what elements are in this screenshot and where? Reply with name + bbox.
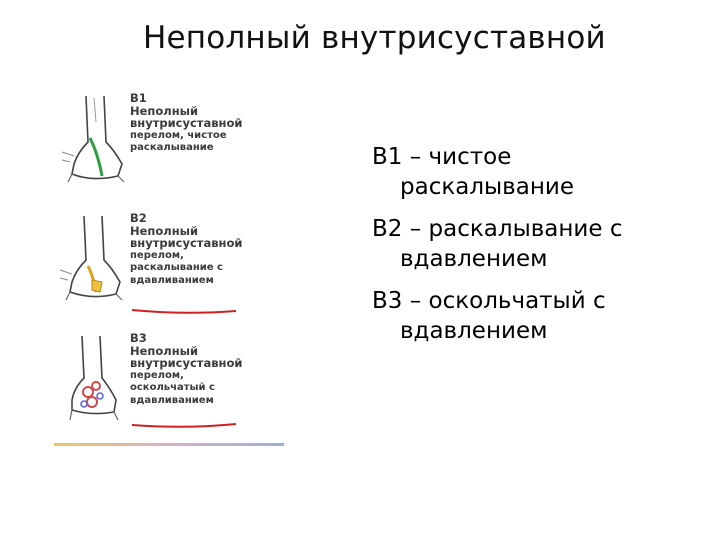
- figure-b2-red-underline: [130, 306, 240, 316]
- figure-b3-red-underline: [130, 420, 240, 430]
- list-item-b1-code: B1: [372, 144, 402, 170]
- list-item-b1-line1: B1 – чистое: [372, 142, 622, 172]
- figure-b2-line2: внутрисуставной: [130, 237, 242, 250]
- bone-b1-drawing: [58, 92, 130, 188]
- figure-b3-line4: оскольчатый с: [130, 382, 242, 395]
- figure-b1-line3: перелом, чистое: [130, 130, 242, 143]
- list-item-b3-text: – оскольчатый с: [402, 288, 605, 314]
- figure-b1-line2: внутрисуставной: [130, 117, 242, 130]
- list-item-b1: B1 – чистое раскалывание: [372, 142, 622, 202]
- figure-b2-line5: вдавливанием: [130, 275, 242, 288]
- figure-b1-line4: раскалывание: [130, 142, 242, 155]
- figure-b2-code: B2: [130, 212, 242, 225]
- list-item-b2: B2 – раскалывание с вдавлением: [372, 214, 622, 274]
- figure-b1: B1 Неполный внутрисуставной перелом, чис…: [48, 92, 292, 192]
- fracture-figure-panel: B1 Неполный внутрисуставной перелом, чис…: [48, 92, 292, 454]
- list-item-b2-code: B2: [372, 216, 402, 242]
- figure-b2-line4: раскалывание с: [130, 262, 242, 275]
- figure-b2: B2 Неполный внутрисуставной перелом, рас…: [48, 212, 292, 322]
- figure-b3-code: B3: [130, 332, 242, 345]
- figure-b3-line3: перелом,: [130, 370, 242, 383]
- list-item-b3-line2: вдавлением: [372, 316, 622, 346]
- figure-b3-caption: B3 Неполный внутрисуставной перелом, оск…: [130, 332, 242, 407]
- figure-b2-line3: перелом,: [130, 250, 242, 263]
- list-item-b2-line1: B2 – раскалывание с: [372, 214, 622, 244]
- figure-b3-line5: вдавливанием: [130, 395, 242, 408]
- list-item-b1-text: – чистое: [402, 144, 511, 170]
- slide-title: Неполный внутрисуставной: [143, 20, 606, 56]
- list-item-b3: B3 – оскольчатый с вдавлением: [372, 286, 622, 346]
- list-item-b3-code: B3: [372, 288, 402, 314]
- bone-b2-drawing: [58, 212, 130, 308]
- list-item-b1-line2: раскалывание: [372, 172, 622, 202]
- figure-b3-line2: внутрисуставной: [130, 357, 242, 370]
- list-item-b2-text: – раскалывание с: [402, 216, 622, 242]
- figure-b1-caption: B1 Неполный внутрисуставной перелом, чис…: [130, 92, 242, 155]
- figure-b2-caption: B2 Неполный внутрисуставной перелом, рас…: [130, 212, 242, 287]
- figure-bottom-rule: [54, 443, 284, 446]
- classification-list: B1 – чистое раскалывание B2 – раскалыван…: [372, 142, 622, 358]
- bone-b3-drawing: [58, 332, 130, 428]
- list-item-b2-line2: вдавлением: [372, 244, 622, 274]
- figure-b1-code: B1: [130, 92, 242, 105]
- figure-b3: B3 Неполный внутрисуставной перелом, оск…: [48, 332, 292, 442]
- list-item-b3-line1: B3 – оскольчатый с: [372, 286, 622, 316]
